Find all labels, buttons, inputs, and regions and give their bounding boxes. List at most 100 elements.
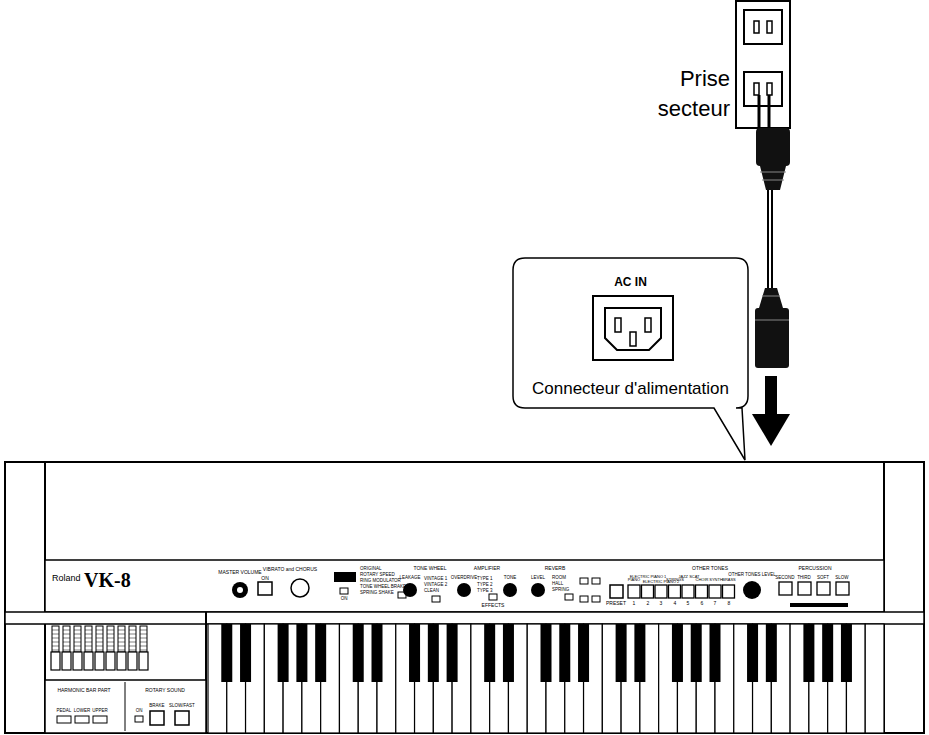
drawbar-mark <box>74 642 81 643</box>
black-key <box>541 624 552 682</box>
drawbar-mark <box>74 650 81 651</box>
drawbar-mark <box>129 650 136 651</box>
panel-label: TONE WHEEL BRAKE <box>360 585 406 590</box>
button-number: 6 <box>701 601 704 607</box>
drawbar-handle <box>139 652 148 670</box>
key-rail <box>5 612 924 624</box>
black-key <box>315 624 326 682</box>
drawbar-handle <box>117 652 126 670</box>
knob <box>503 583 517 597</box>
drawbar-mark <box>129 642 136 643</box>
drawbar-mark <box>140 642 147 643</box>
arrow-head <box>752 414 790 446</box>
tone-label: BRASS <box>722 578 736 582</box>
tone-label: ELECTRIC PIANO 1 <box>630 575 667 579</box>
drawbar-mark <box>140 646 147 647</box>
connector-strain-relief <box>759 288 783 308</box>
divider <box>125 682 126 731</box>
tone-label: SYNTH <box>709 578 723 582</box>
drawbar-mark <box>107 650 114 651</box>
black-key <box>672 624 683 682</box>
drawbar-mark <box>63 634 70 635</box>
drawbar-mark <box>63 642 70 643</box>
section-title: REVERB <box>545 566 566 572</box>
drawbar-handle <box>84 652 93 670</box>
drawbar-stem <box>129 626 136 652</box>
ridge <box>762 180 784 181</box>
inlet-frame <box>593 296 673 360</box>
callout-shape <box>513 258 748 460</box>
section-title: AMPLIFIER <box>474 566 500 572</box>
button <box>150 711 164 725</box>
drawbar-mark <box>85 642 92 643</box>
brand: Roland <box>52 574 81 584</box>
plug-strain-relief <box>760 166 786 190</box>
panel-label: ON <box>261 576 269 582</box>
button <box>75 716 89 723</box>
power-cord <box>767 190 773 290</box>
button <box>565 594 573 600</box>
drawbar-mark <box>85 646 92 647</box>
panel-label: ON <box>341 597 348 602</box>
black-key <box>616 624 627 682</box>
drawbar-mark <box>140 634 147 635</box>
tone-button <box>642 585 654 598</box>
drawbar-mark <box>52 630 59 631</box>
drawbar-mark <box>96 638 103 639</box>
drawbar-mark <box>96 650 103 651</box>
button <box>93 716 107 723</box>
black-key <box>710 624 721 682</box>
organ-body <box>5 462 924 733</box>
black-key <box>691 624 702 682</box>
black-key <box>278 624 289 682</box>
button-number: 5 <box>687 601 690 607</box>
panel-label: TYPE 2 <box>477 583 493 588</box>
panel-label: ORIGINAL <box>360 567 382 572</box>
knob <box>457 583 471 597</box>
button <box>489 594 497 600</box>
button <box>580 596 588 602</box>
ridge <box>755 320 789 321</box>
panel-label: OVERDRIVE <box>451 576 478 581</box>
drawbar-mark <box>74 638 81 639</box>
button-number: 7 <box>714 601 717 607</box>
drawbar-mark <box>63 650 70 651</box>
black-key <box>447 624 458 682</box>
drawbar-stem <box>96 626 103 652</box>
model-name: VK-8 <box>84 569 131 591</box>
section-title: PERCUSSION <box>798 566 831 572</box>
socket <box>744 10 782 44</box>
black-key <box>803 624 814 682</box>
percussion-button <box>817 582 830 595</box>
outlet-label: Prise secteur <box>638 64 730 124</box>
drawbar-mark <box>140 630 147 631</box>
pin-slot <box>615 318 621 332</box>
drawbar-mark <box>52 646 59 647</box>
button <box>340 588 348 594</box>
drawbar-stem <box>140 626 147 652</box>
black-key <box>240 624 251 682</box>
drawbar-mark <box>85 650 92 651</box>
tone-button <box>709 585 721 598</box>
black-key <box>503 624 514 682</box>
button <box>57 716 71 723</box>
drawbar-mark <box>107 638 114 639</box>
drawbar-stem <box>52 626 59 652</box>
prong <box>758 95 761 130</box>
section-title: OTHER TONES <box>692 566 728 572</box>
drawbar-mark <box>118 634 125 635</box>
button-label: LOWER <box>74 709 91 714</box>
drawbar-mark <box>107 630 114 631</box>
percussion-button <box>836 582 849 595</box>
white-key <box>865 624 884 733</box>
drawbar-mark <box>85 638 92 639</box>
panel-label: SOFT <box>817 576 829 581</box>
black-key <box>634 624 645 682</box>
connector-plug <box>755 308 789 368</box>
button <box>610 585 623 598</box>
panel-label: TONE <box>504 576 516 581</box>
end-cap <box>5 462 45 733</box>
drawbar-mark <box>129 638 136 639</box>
drawbar-mark <box>118 650 125 651</box>
